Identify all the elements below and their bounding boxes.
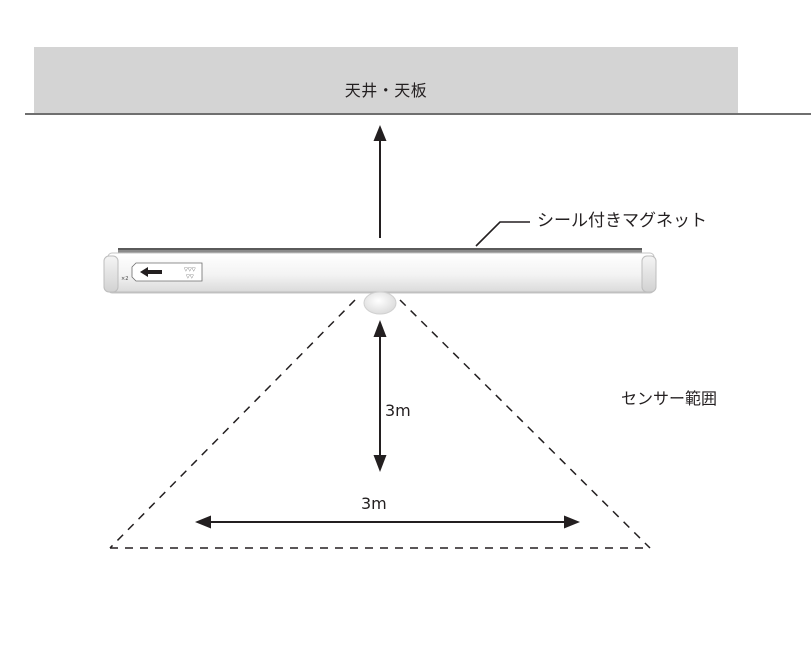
horizontal-distance-arrow [195, 515, 580, 529]
ceiling-label: 天井・天板 [344, 81, 428, 100]
motion-sensor-dome [363, 291, 397, 315]
vertical-distance-arrow [373, 320, 387, 472]
mount-direction-arrow [373, 125, 387, 238]
sensor-range-label: センサー範囲 [621, 389, 718, 408]
ceiling-surface-line [25, 113, 811, 115]
sensor-light-bar: ▽▽▽ ▽▽ ×2 [103, 248, 657, 315]
magnet-label: シール付きマグネット [537, 211, 707, 231]
svg-text:▽▽: ▽▽ [186, 274, 194, 280]
svg-text:×2: ×2 [121, 276, 128, 282]
arrow-left-icon [140, 267, 162, 277]
right-end-cap [641, 255, 657, 293]
switch-indicator-plate: ▽▽▽ ▽▽ ×2 [121, 262, 203, 282]
vertical-distance-label: 3m [385, 401, 411, 420]
sensor-range-cone [109, 299, 651, 549]
magnet-leader-line [475, 221, 530, 247]
svg-text:▽▽▽: ▽▽▽ [184, 267, 196, 273]
horizontal-distance-label: 3m [361, 494, 387, 513]
ceiling-panel: 天井・天板 [34, 47, 738, 113]
magnet-strip [118, 249, 642, 254]
left-end-cap [103, 255, 119, 293]
